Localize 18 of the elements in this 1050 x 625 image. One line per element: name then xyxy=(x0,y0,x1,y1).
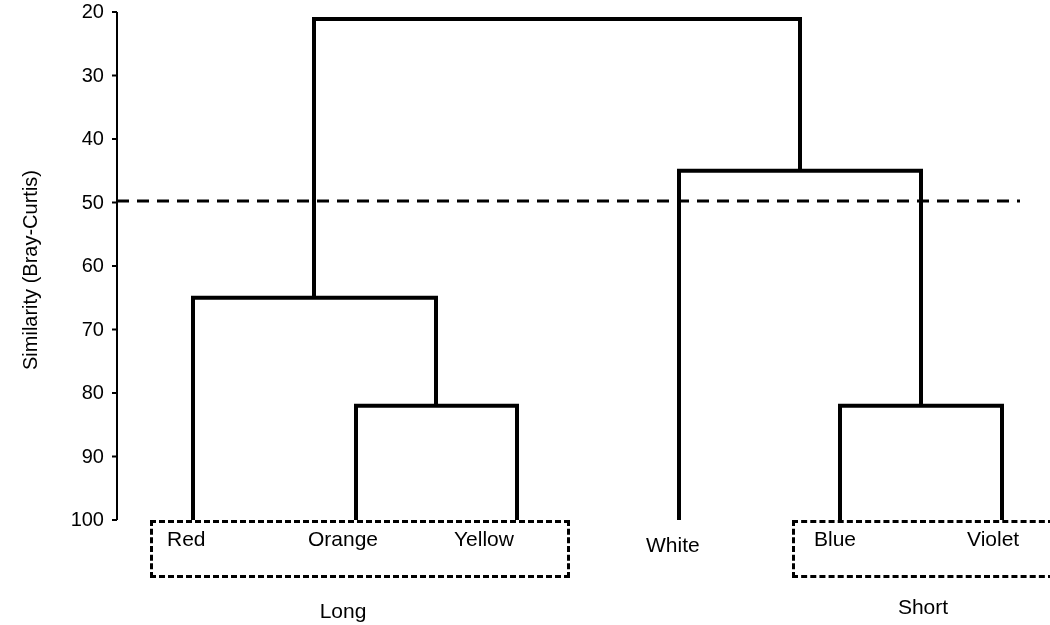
tick-label: 40 xyxy=(80,127,104,150)
leaf-label: Yellow xyxy=(454,527,514,551)
tick-label: 20 xyxy=(80,0,104,23)
tick-label: 100 xyxy=(69,508,104,531)
group-label: Long xyxy=(319,599,367,623)
group-label: Short xyxy=(897,595,949,619)
tick-label: 30 xyxy=(80,63,104,87)
tick-label: 70 xyxy=(80,317,104,341)
tick-label: 90 xyxy=(80,444,104,468)
leaf-label: Red xyxy=(167,527,206,551)
tick-label: 80 xyxy=(80,381,104,404)
tick-label: 60 xyxy=(80,254,104,277)
leaf-label: Orange xyxy=(308,527,379,551)
axis-title: Similarity (Bray-Curtis) xyxy=(18,170,42,370)
leaf-label: White xyxy=(646,533,700,557)
leaf-label: Blue xyxy=(814,527,857,551)
tick-label: 50 xyxy=(80,190,104,214)
leaf-label: Violet xyxy=(967,527,1020,551)
